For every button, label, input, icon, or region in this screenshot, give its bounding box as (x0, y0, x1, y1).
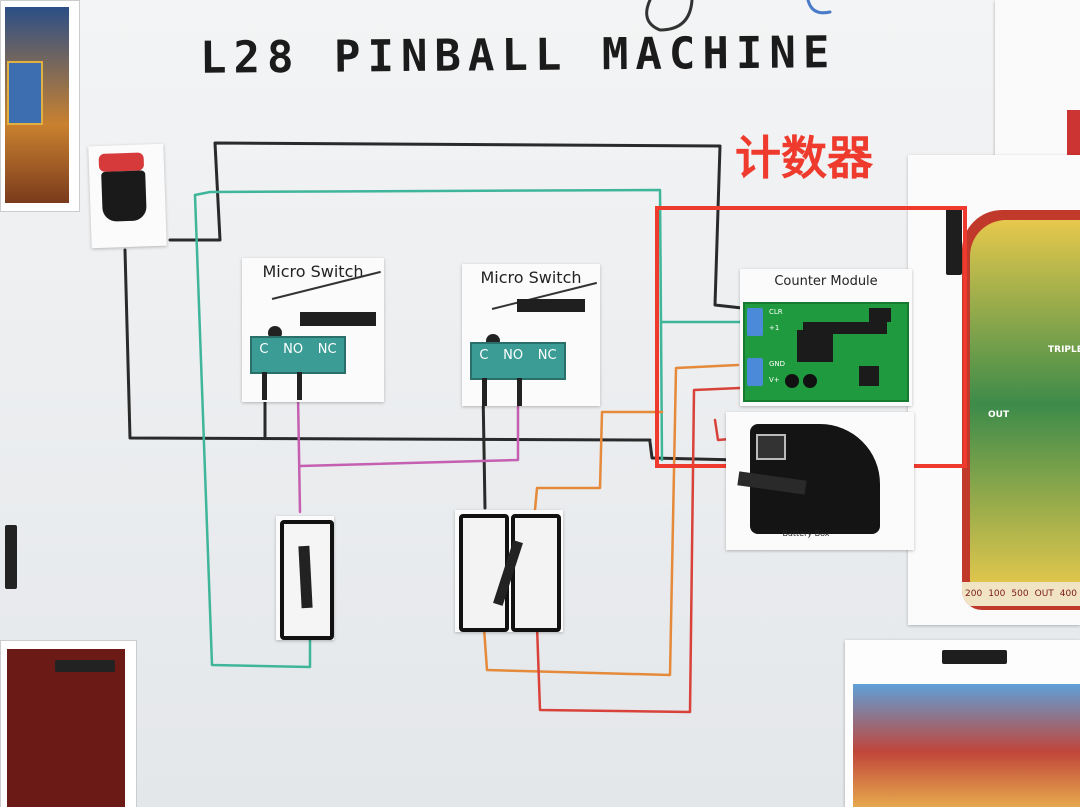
black-wire (168, 141, 762, 312)
poster-blue-panel (7, 61, 43, 125)
pin-label: NO (503, 348, 524, 363)
pin-label: C (479, 348, 489, 363)
arcade-button-cap (98, 152, 145, 172)
capacitor (803, 374, 817, 388)
right-bottom-poster (845, 640, 1080, 807)
magnet (5, 525, 17, 589)
pinball-poster: 200 100 500 OUT 400 TRIPLE OUT (962, 210, 1080, 610)
poster-score-label: 400 (1059, 589, 1077, 599)
poster-dark-red-panel (7, 649, 125, 807)
switch-body: C NO NC (470, 342, 566, 380)
poster-red-accent (1067, 110, 1080, 165)
pcb-pin-label: V+ (769, 376, 780, 384)
counter-module-label: Counter Module (774, 274, 878, 289)
toggle-switch-frame (459, 514, 509, 632)
magnet (942, 650, 1007, 664)
poster-triple-label: TRIPLE (1048, 345, 1080, 355)
marker-scribble (645, 0, 694, 32)
capacitor (785, 374, 799, 388)
micro-switch-label: Micro Switch (480, 268, 582, 287)
toggle-switch-card (276, 516, 334, 640)
poster-artwork (853, 684, 1080, 807)
counter-pcb: CLR +1 GND V+ (743, 302, 909, 402)
pin-label: NC (317, 342, 337, 357)
poster-out-label: OUT (988, 410, 1010, 420)
poster-score-label: 100 (988, 589, 1006, 599)
magnet (300, 312, 376, 326)
poster-score-label: 500 (1011, 589, 1029, 599)
battery-box-label: Battery Box (782, 529, 830, 538)
magnet (55, 660, 115, 672)
red-wire (535, 386, 742, 714)
marker-scribble (806, 0, 832, 15)
switch-body: C NO NC (250, 336, 346, 374)
double-toggle-card (455, 510, 563, 632)
teal-wire (193, 193, 312, 669)
switch-pin-labels: C NO NC (472, 344, 564, 363)
pin-label: C (259, 342, 269, 357)
orange-wire (533, 410, 664, 512)
magnet (803, 322, 887, 334)
counter-module-card: Counter Module CLR +1 GND V+ (740, 269, 912, 406)
micro-switch-card: Micro Switch C NO NC (242, 258, 384, 402)
magnet (517, 299, 585, 312)
switch-pin (262, 372, 267, 400)
chip (797, 330, 833, 362)
magnet (946, 207, 962, 275)
micro-switch-card: Micro Switch C NO NC (462, 264, 600, 406)
black-wire (123, 248, 652, 442)
pin-label: NC (537, 348, 557, 363)
pcb-pin-label: CLR (769, 308, 783, 316)
chip (869, 308, 891, 322)
pink-wire (298, 390, 520, 468)
poster-score-label: OUT (1034, 589, 1054, 599)
pcb-pin-label: GND (769, 360, 786, 368)
counter-annotation: 计数器 (735, 131, 873, 185)
pin-label: NO (283, 342, 304, 357)
orange-wire (482, 363, 740, 677)
battery-switch (756, 434, 786, 460)
page-title: L28 PINBALL MACHINE (199, 27, 837, 84)
chip (859, 366, 879, 386)
battery-box-card: Battery Box (726, 412, 914, 550)
switch-pin (482, 378, 487, 406)
terminal-block (747, 358, 763, 386)
pcb-pin-label: +1 (769, 324, 780, 332)
teal-wire (193, 188, 664, 462)
poster-score-label: 200 (965, 589, 983, 599)
switch-pin-labels: C NO NC (252, 338, 344, 357)
pink-wire (296, 393, 302, 514)
switch-pin (297, 372, 302, 400)
black-wire (648, 440, 742, 462)
terminal-block (747, 308, 763, 336)
arcade-button-body (101, 170, 147, 222)
left-top-poster (0, 0, 80, 212)
toggle-switch-frame (511, 514, 561, 632)
black-wire (481, 388, 487, 510)
micro-switch-label: Micro Switch (262, 262, 364, 281)
pinball-score-strip: 200 100 500 OUT 400 (962, 582, 1080, 606)
pinball-field (970, 220, 1080, 590)
switch-pin (517, 378, 522, 406)
arcade-button-card (88, 143, 167, 249)
